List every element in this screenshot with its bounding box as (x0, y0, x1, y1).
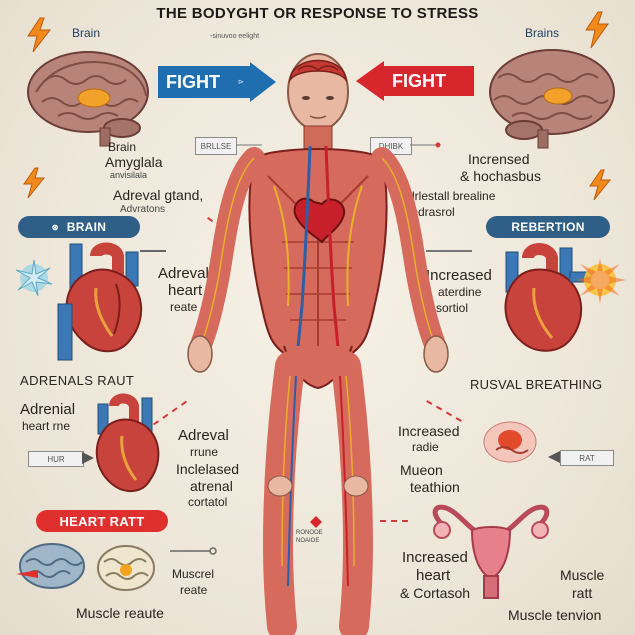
lightning-bolt-icon (27, 17, 52, 53)
heart-ratt-label: HEART RATT (59, 513, 145, 529)
label-amygdala: Amyglala (105, 154, 163, 170)
lightning-bolt-icon (589, 169, 612, 201)
label-rusval-breathing: RUSVAL BREATHING (470, 377, 603, 392)
label-adreval-gland: Adreval gtand, (113, 187, 204, 203)
tag-connector (236, 144, 262, 146)
fight-arrow-right (158, 62, 276, 102)
brain-illustration (27, 51, 149, 147)
label-muscrel: Muscrel (172, 567, 215, 581)
label-ratt: ratt (572, 585, 593, 601)
uterus-illustration (432, 504, 550, 599)
small-tag: BRLLSE (195, 137, 237, 155)
label-adreval: Adreval (158, 265, 209, 282)
spark-icon (15, 259, 53, 297)
label-adreval: Adreval (178, 427, 229, 444)
connector-line (170, 547, 217, 555)
inflamed-tissue-icon (483, 421, 537, 463)
label-increased: Increased (402, 549, 468, 566)
label-adrenial: Adrenial (20, 401, 76, 418)
arrow-connector (140, 250, 166, 252)
label-mucon: Mueon (400, 462, 443, 478)
label-muscle-reaute: Muscle reaute (76, 605, 164, 621)
center-small-label: NOAIOE (296, 538, 320, 544)
label-muscle-tenvion: Muscle tenvion (508, 607, 602, 623)
label-atrenal: atrenal (190, 478, 233, 494)
label-heart-rne: heart rne (22, 419, 71, 433)
label-increased: Incrensed (468, 151, 530, 167)
lightning-bolt-icon (23, 167, 46, 199)
tag-arrow (548, 451, 560, 463)
label-muscle: Muscle (560, 567, 605, 583)
arrow-connector (426, 250, 472, 252)
heart-ratt-pill: HEART RATT (36, 510, 168, 532)
subtitle: -sinuvoo eelight (210, 33, 260, 40)
heart-illustration (57, 242, 143, 361)
brain-pill: ⊛ BRAIN (18, 216, 140, 238)
fight-right-label: FIGHT (392, 71, 446, 91)
small-tag: RAT (560, 450, 614, 466)
human-anatomy-figure (187, 53, 449, 635)
page-title: THE BODYGHT OR RESPONSE TO STRESS (156, 5, 479, 22)
lightning-bolt-icon (585, 11, 609, 49)
label-increased: Increased (426, 267, 492, 284)
label-inclelased: Inclelased (176, 461, 240, 477)
label-radie: radie (412, 440, 439, 454)
fight-arrow-left (356, 61, 474, 101)
label-rrune: rrune (190, 445, 219, 459)
tag-arrow (82, 452, 94, 464)
diamond-icon (310, 516, 322, 528)
respiration-pill: REBERTION (486, 216, 610, 238)
brain-small-illustration (16, 543, 85, 589)
label-amygdala-sub: anvisilala (110, 170, 148, 180)
label-sortiol: sortiol (436, 301, 469, 315)
label-increased-sub: & hochasbus (460, 168, 541, 184)
label-reate: reate (180, 583, 208, 597)
label-cortatol: cortatol (188, 495, 228, 509)
label-heart: heart (168, 282, 203, 299)
center-small-label: RONOOE (296, 530, 323, 536)
brain-pill-icon: ⊛ (51, 222, 59, 232)
label-adreval-gland-sub: Advratons (120, 204, 166, 215)
label-aterdine: aterdine (438, 285, 482, 299)
label-teathion: teathion (410, 479, 460, 495)
burst-icon (576, 258, 626, 304)
fight-left-label: FIGHT (166, 72, 220, 92)
heart-illustration (504, 243, 597, 352)
fight-left-mark: ⊳ (238, 79, 244, 86)
label-cortasoh: & Cortasoh (400, 585, 471, 601)
label-brain: Brain (72, 26, 101, 40)
small-tag: HUR (28, 451, 84, 467)
label-heart: heart (416, 567, 451, 584)
heart-illustration (95, 393, 160, 492)
respiration-pill-label: REBERTION (511, 220, 585, 234)
label-reate: reate (170, 300, 198, 314)
dashed-connector (380, 520, 408, 522)
brain-small-illustration (97, 545, 155, 591)
label-brain: Brain (108, 140, 137, 154)
label-adrenals-raut: ADRENALS RAUT (20, 373, 135, 388)
brain-pill-label: BRAIN (66, 220, 107, 234)
tag-connector (410, 142, 441, 148)
label-increased: Increased (398, 423, 460, 439)
label-adrenal-breathing: Adrlestall brealine (400, 189, 496, 203)
brain-illustration (489, 49, 615, 149)
label-brains: Brains (525, 26, 560, 40)
